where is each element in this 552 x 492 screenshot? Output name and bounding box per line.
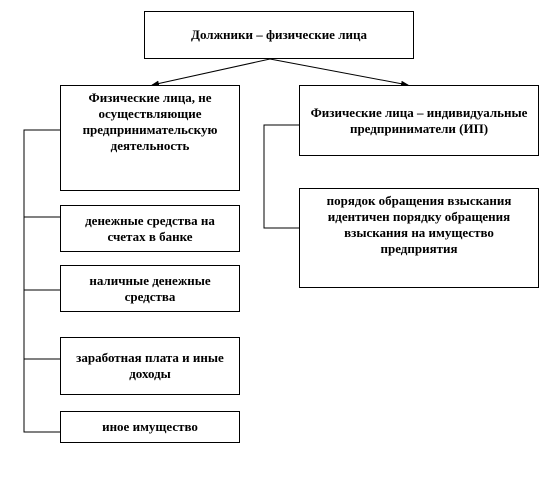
left-category-box: Физические лица, не осуществляющие предп… <box>60 85 240 191</box>
asset-item-label: наличные денежные средства <box>89 272 211 304</box>
left-bracket-line <box>23 129 60 433</box>
arrow-to-right-head <box>269 58 409 87</box>
right-category-box: Физические лица – индивидуальные предпри… <box>299 85 539 156</box>
root-label: Должники – физические лица <box>191 27 367 42</box>
left-category-label: Физические лица, не осуществляющие предп… <box>82 90 218 153</box>
right-bracket-line <box>263 124 299 229</box>
asset-item-label: заработная плата и иные доходы <box>76 350 224 381</box>
right-category-label: Физические лица – индивидуальные предпри… <box>310 104 528 136</box>
asset-item-other-property: иное имущество <box>60 411 240 443</box>
asset-item-cash: наличные денежные средства <box>60 265 240 312</box>
asset-item-label: денежные средства на счетах в банке <box>85 212 215 244</box>
asset-item-label: иное имущество <box>102 419 198 434</box>
right-note-label: порядок обращения взыскания идентичен по… <box>326 193 512 256</box>
asset-item-wages: заработная плата и иные доходы <box>60 337 240 395</box>
root-box: Должники – физические лица <box>144 11 414 59</box>
right-note-box: порядок обращения взыскания идентичен по… <box>299 188 539 288</box>
asset-item-bank-accounts: денежные средства на счетах в банке <box>60 205 240 252</box>
arrow-to-left-head <box>151 58 271 87</box>
